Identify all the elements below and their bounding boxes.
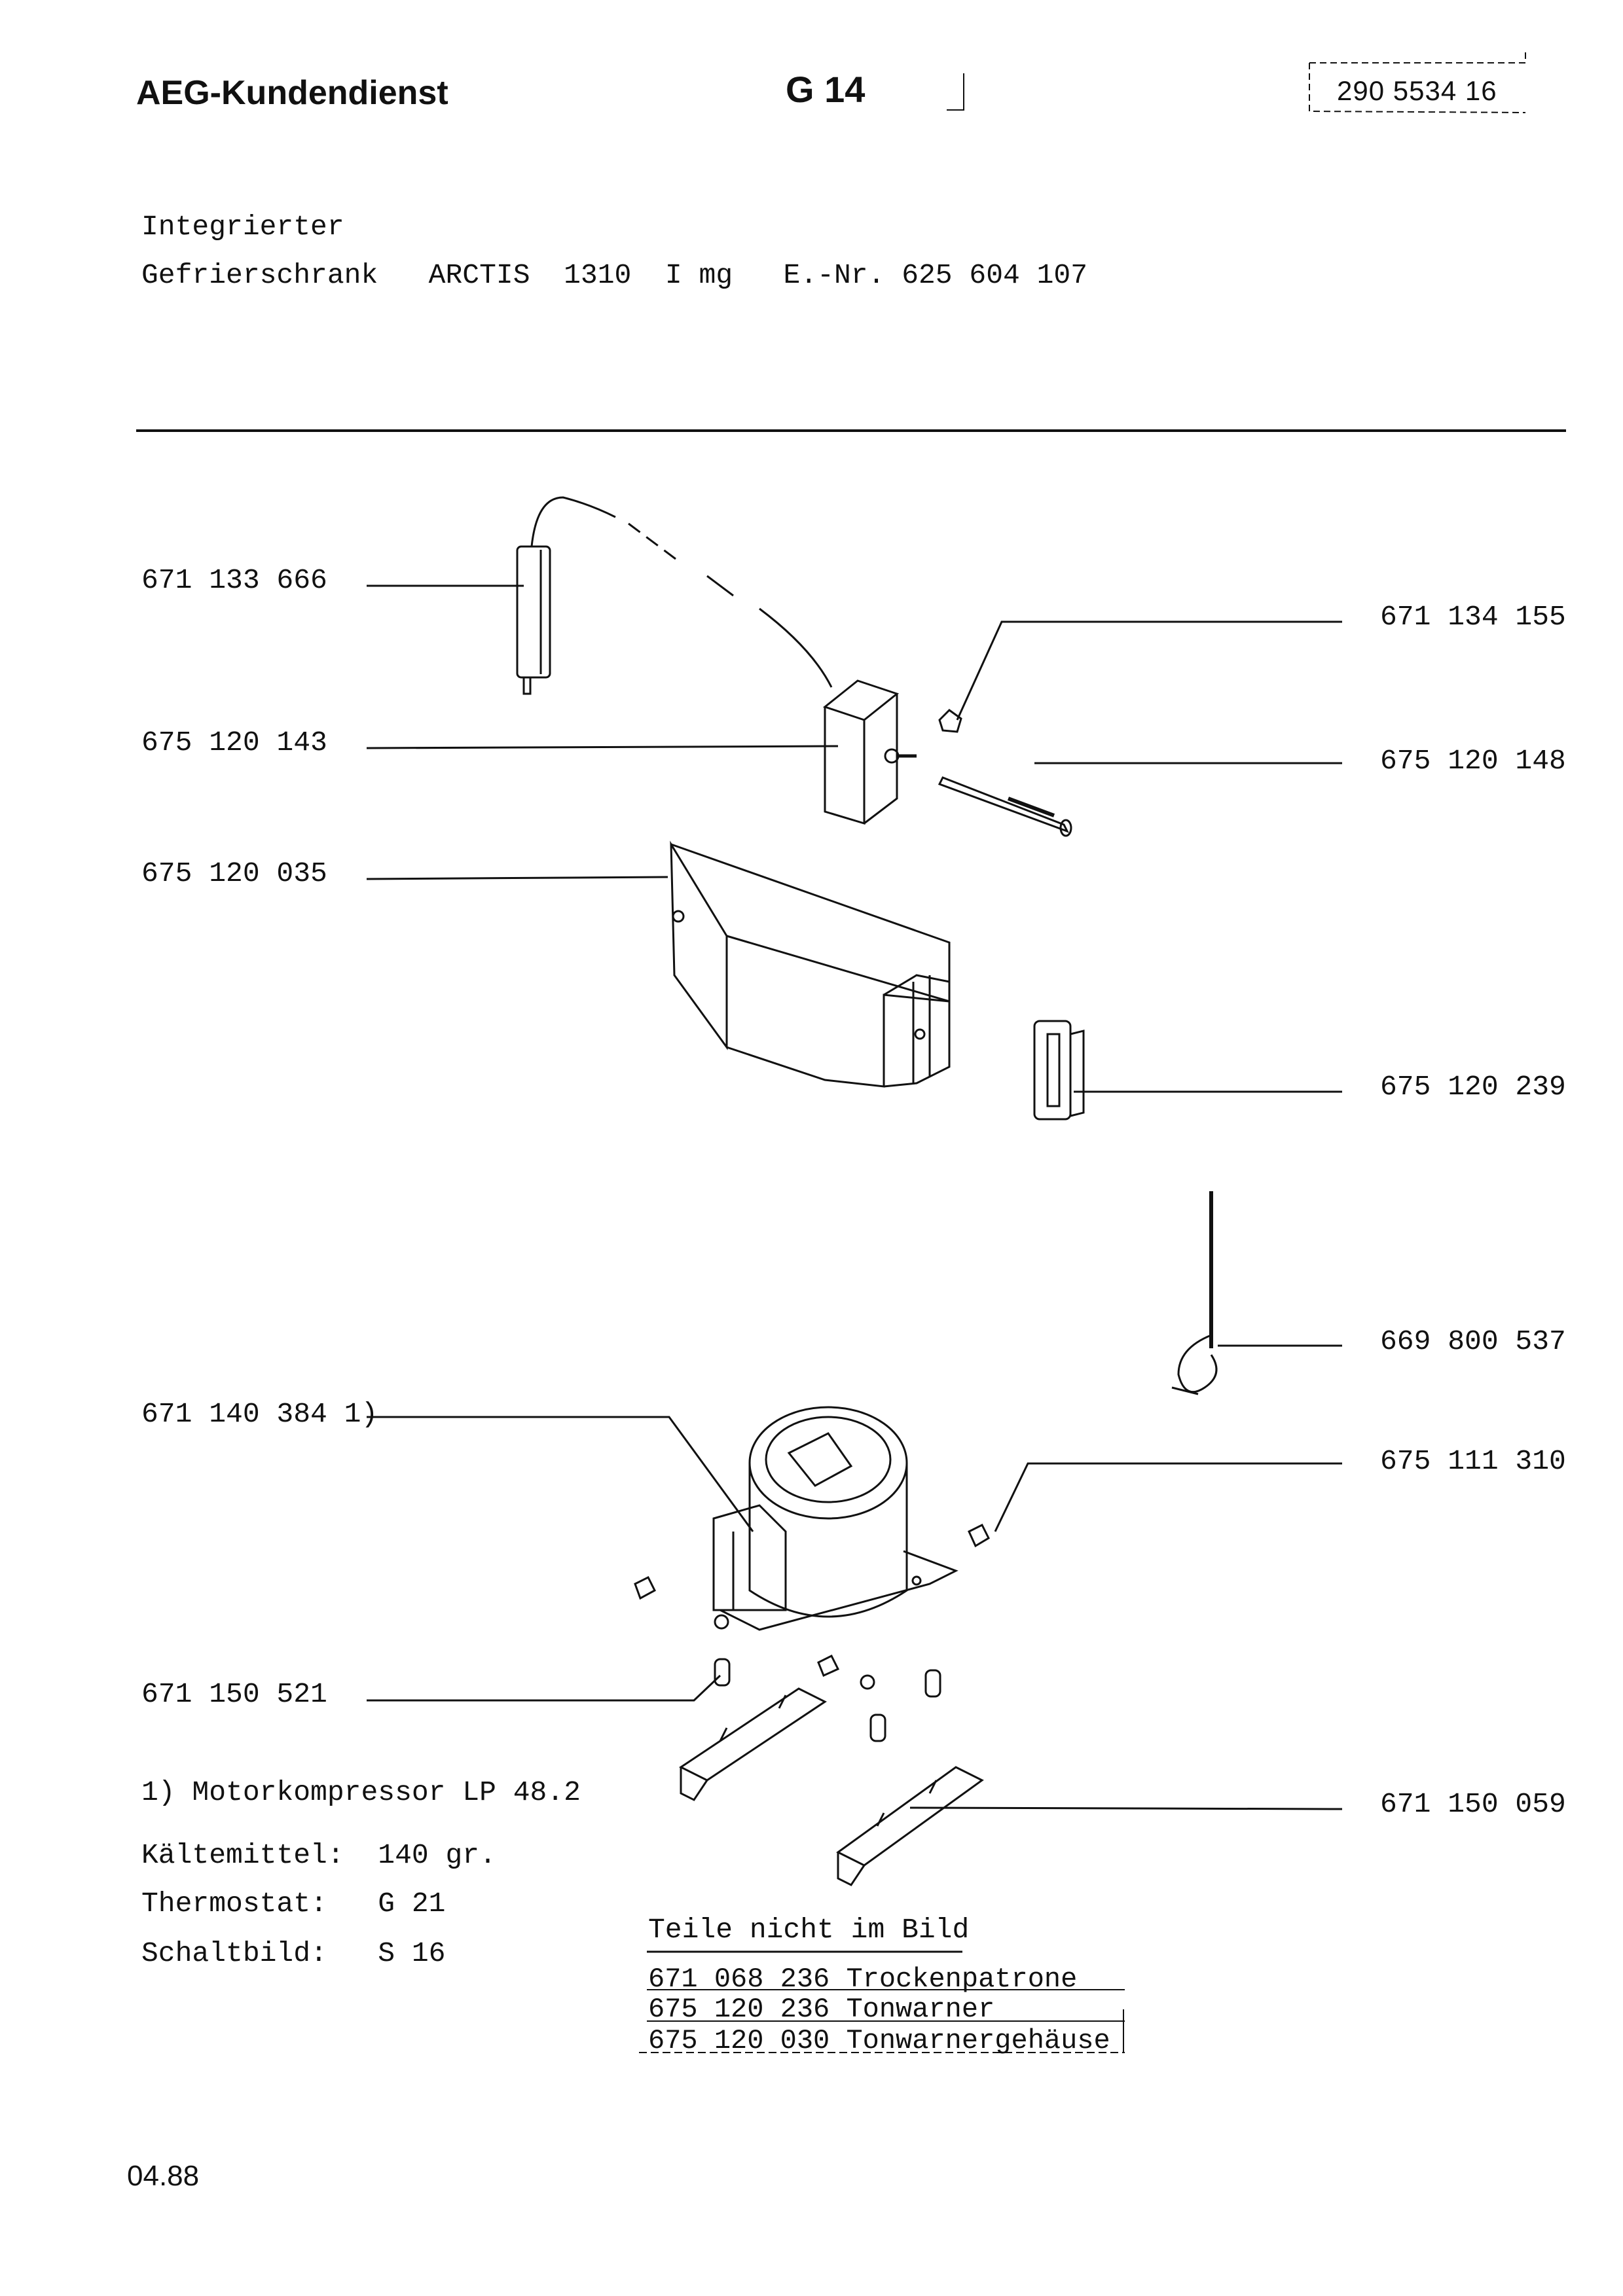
- not-pictured-title: Teile nicht im Bild: [648, 1914, 970, 1946]
- clip-icon: [938, 709, 962, 733]
- clamp-icon: [634, 1523, 990, 1677]
- part-number-cover: 675 120 035: [141, 857, 327, 889]
- not-pictured-item: 675 120 236 Tonwarner: [648, 1994, 995, 2025]
- doc-number-frame: [1309, 52, 1526, 113]
- leader-line: [367, 1416, 754, 1532]
- part-number-compressor: 671 140 384 1): [141, 1398, 378, 1430]
- group-code-bracket: [947, 73, 964, 111]
- company-name: AEG-Kundendienst: [136, 74, 448, 112]
- part-number-rod: 669 800 537: [1380, 1325, 1566, 1357]
- grommet-icon: [714, 1614, 941, 1742]
- cover-housing-icon: [670, 840, 951, 1088]
- document-number: 290 5534 16: [1337, 75, 1497, 106]
- appliance-model-line: Gefrierschrank ARCTIS 1310 I mg E.-Nr. 6…: [141, 259, 1088, 291]
- leader-line: [909, 1806, 1343, 1810]
- part-number-clip: 671 134 155: [1380, 601, 1566, 633]
- rod-icon: [1171, 1191, 1218, 1395]
- lamp-holder-icon: [1033, 1020, 1085, 1121]
- part-number-thermostat: 675 120 143: [141, 726, 327, 759]
- thermostat-sensor-icon: [516, 496, 833, 695]
- mounting-bracket-icon: [679, 1687, 984, 1886]
- leader-line: [366, 876, 668, 880]
- part-number-lamp-holder: 675 120 239: [1380, 1071, 1566, 1103]
- compressor-icon: [712, 1406, 958, 1631]
- group-code: G 14: [786, 69, 866, 110]
- part-number-thermostat-sensor: 671 133 666: [141, 564, 327, 596]
- not-pictured-item: 675 120 030 Tonwarnergehäuse: [648, 2025, 1110, 2056]
- part-number-clamp: 675 111 310: [1380, 1445, 1566, 1477]
- part-number-grommet: 671 150 521: [141, 1678, 327, 1710]
- wiring-note: Schaltbild: S 16: [141, 1937, 446, 1969]
- part-number-shaft: 675 120 148: [1380, 745, 1566, 777]
- leader-line: [994, 1462, 1342, 1532]
- leader-line: [366, 745, 839, 749]
- thermostat-icon: [822, 679, 917, 825]
- footnote-compressor: 1) Motorkompressor LP 48.2: [141, 1776, 581, 1808]
- shaft-icon: [938, 776, 1072, 837]
- leader-line: [367, 1674, 721, 1702]
- leader-line: [956, 620, 1342, 721]
- part-number-bracket: 671 150 059: [1380, 1788, 1566, 1820]
- refrigerant-note: Kältemittel: 140 gr.: [141, 1839, 496, 1871]
- print-date: 04.88: [127, 2160, 200, 2192]
- thermostat-note: Thermostat: G 21: [141, 1888, 446, 1920]
- appliance-type: Integrierter: [141, 211, 344, 243]
